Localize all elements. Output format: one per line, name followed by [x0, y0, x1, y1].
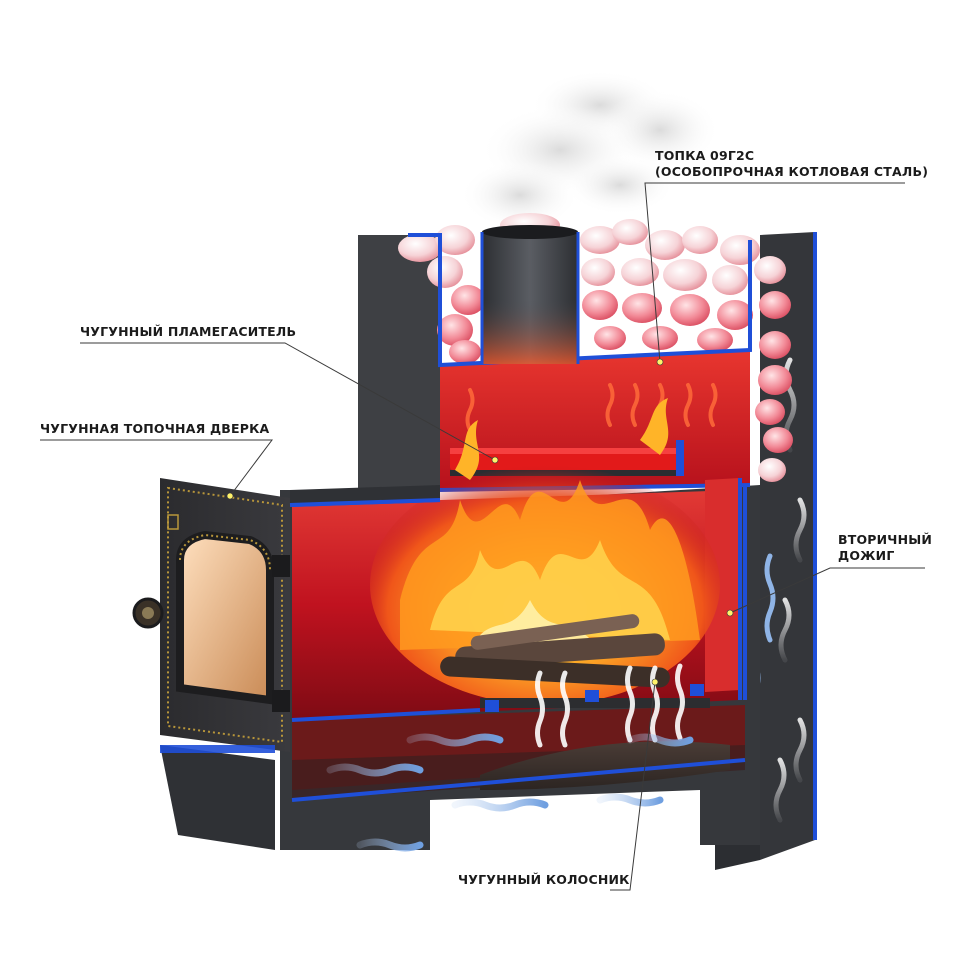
callout-dots	[226, 358, 734, 686]
steam-cloud	[460, 70, 720, 230]
firebox-label-line1: ТОПКА 09Г2С	[655, 148, 755, 163]
callout-lines	[40, 182, 925, 891]
firebox-label-line2: (ОСОБОПРОЧНАЯ КОТЛОВАЯ СТАЛЬ)	[655, 164, 929, 179]
secondary-burn-label-line1: ВТОРИЧНЫЙ	[838, 532, 933, 547]
furnace-door-label-text: ЧУГУННАЯ ТОПОЧНАЯ ДВЕРКА	[40, 421, 270, 436]
furnace-door-label: ЧУГУННАЯ ТОПОЧНАЯ ДВЕРКА	[40, 421, 269, 437]
hot-gas-arrows	[465, 383, 718, 432]
flame-arrester-label: ЧУГУННЫЙ ПЛАМЕГАСИТЕЛЬ	[80, 324, 296, 340]
firebox-label: ТОПКА 09Г2С (ОСОБОПРОЧНАЯ КОТЛОВАЯ СТАЛЬ…	[655, 148, 928, 180]
grate-label-text: ЧУГУННЫЙ КОЛОСНИК	[458, 872, 630, 887]
sauna-stones	[398, 213, 793, 482]
fire	[370, 398, 720, 705]
chimney-pipe	[480, 225, 580, 364]
furnace-door[interactable]	[132, 478, 290, 850]
secondary-burn-label-line2: ДОЖИГ	[838, 548, 895, 563]
secondary-burn-panel	[705, 478, 742, 700]
grate-label: ЧУГУННЫЙ КОЛОСНИК	[458, 872, 630, 888]
secondary-burn-label: ВТОРИЧНЫЙ ДОЖИГ	[838, 532, 932, 564]
firewood	[440, 614, 670, 688]
grate	[480, 684, 710, 712]
flame-arrester-label-text: ЧУГУННЫЙ ПЛАМЕГАСИТЕЛЬ	[80, 324, 297, 339]
